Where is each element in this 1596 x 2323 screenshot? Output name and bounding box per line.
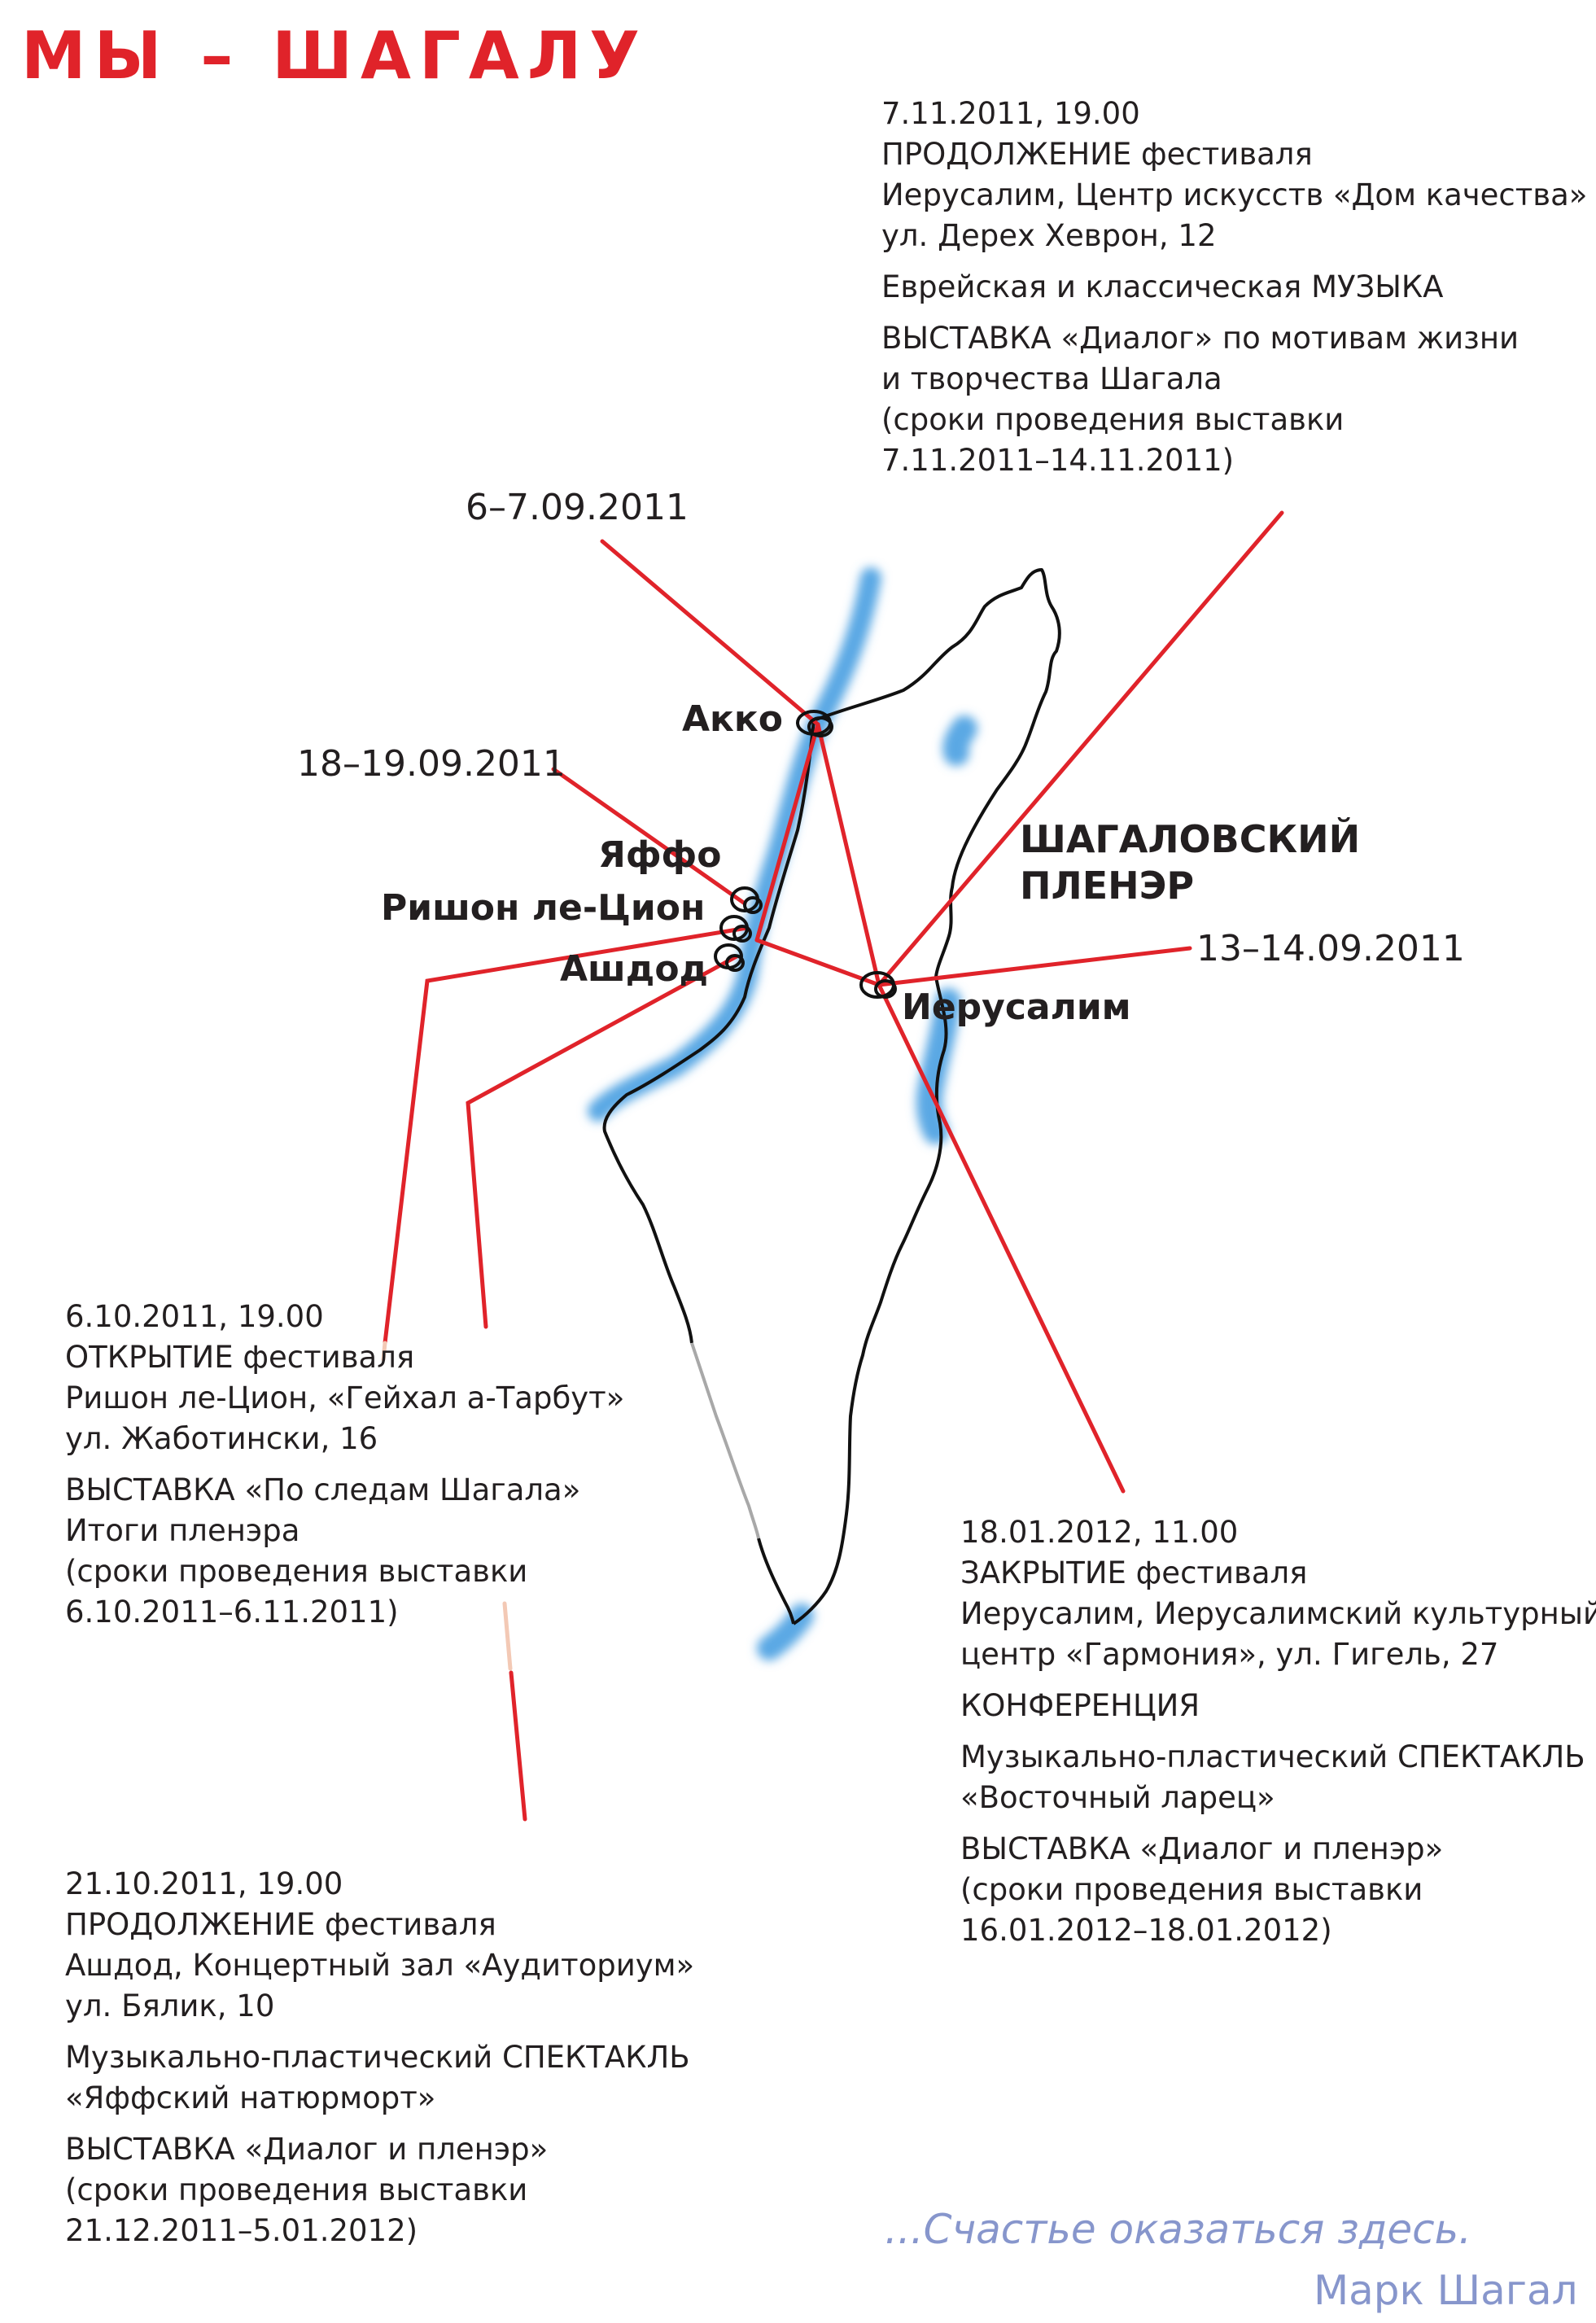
route-lines [383,510,1284,1822]
event-line: Ришон ле-Цион, «Гейхал а-Тарбут» [65,1380,625,1415]
event-line: ул. Дерех Хеврон, 12 [881,218,1217,253]
plener-label: ШАГАЛОВСКИЙ ПЛЕНЭР [1020,816,1360,909]
city-label-rishon: Ришон ле-Цион [381,887,706,929]
date-label-jerusalem: 13–14.09.2011 [1196,928,1465,969]
route-line-akko-date [600,539,820,727]
route-line-jerusalem-closing [877,982,1126,1494]
event-line: Музыкально-пластический СПЕКТАКЛЬ [960,1739,1585,1774]
event-rishon-october: 6.10.2011, 19.00 ОТКРЫТИЕ фестиваля Ришо… [65,1297,624,1633]
date-label-jaffa: 18–19.09.2011 [297,743,566,785]
event-exhibition: ВЫСТАВКА «Диалог и пленэр» (сроки провед… [960,1829,1596,1951]
event-line: (сроки проведения выставки [65,2172,528,2207]
event-exhibition: ВЫСТАВКА «По следам Шагала» Итоги пленэр… [65,1470,624,1633]
event-line: ВЫСТАВКА «Диалог» по мотивам жизни [881,321,1519,356]
city-marker-jerusalem [859,971,897,999]
route-line-jaffa-jerusalem [754,938,881,987]
event-line: 7.11.2011–14.11.2011) [881,443,1235,478]
route-line-plener [877,510,1284,987]
event-line: 21.12.2011–5.01.2012) [65,2213,418,2248]
route-line-jaffa-date [551,767,747,906]
event-line: КОНФЕРЕНЦИЯ [960,1688,1200,1723]
event-line: Ашдод, Концертный зал «Аудиториум» [65,1948,695,1983]
city-marker-akko [796,710,833,737]
event-line: ОТКРЫТИЕ фестиваля [65,1340,415,1375]
border-outline [602,568,1061,1625]
event-line: (сроки проведения выставки [960,1872,1423,1907]
route-line-jerusalem-date [877,946,1192,987]
route-line-ashdod-lower [509,1670,527,1822]
event-line: (сроки проведения выставки [65,1554,528,1589]
quote-author: Марк Шагал [1314,2267,1578,2314]
event-line: 21.10.2011, 19.00 [65,1866,343,1901]
event-spectacle: Музыкально-пластический СПЕКТАКЛЬ «Яффск… [65,2037,694,2119]
event-head: 18.01.2012, 11.00 ЗАКРЫТИЕ фестиваля Иер… [960,1512,1596,1675]
city-label-akko: Акко [682,698,784,740]
city-label-jerusalem: Иерусалим [902,987,1131,1028]
plener-line: ПЛЕНЭР [1020,864,1195,908]
event-line: ВЫСТАВКА «По следам Шагала» [65,1472,581,1507]
poster-title: МЫ – ШАГАЛУ [21,18,648,94]
event-line: ПРОДОЛЖЕНИЕ фестиваля [881,137,1313,172]
city-marker-rishon [719,915,752,943]
event-music: Еврейская и классическая МУЗЫКА [881,267,1587,308]
event-conference: КОНФЕРЕНЦИЯ [960,1686,1596,1726]
event-spectacle: Музыкально-пластический СПЕКТАКЛЬ «Восто… [960,1737,1596,1818]
plener-line: ШАГАЛОВСКИЙ [1020,817,1361,861]
event-head: 7.11.2011, 19.00 ПРОДОЛЖЕНИЕ фестиваля И… [881,94,1587,256]
event-line: Иерусалим, Иерусалимский культурный [960,1596,1596,1631]
route-fade [381,1341,387,1362]
event-exhibition: ВЫСТАВКА «Диалог и пленэр» (сроки провед… [65,2129,694,2251]
date-label-akko: 6–7.09.2011 [466,487,689,528]
event-jerusalem-january: 18.01.2012, 11.00 ЗАКРЫТИЕ фестиваля Иер… [960,1512,1596,1951]
event-line: ЗАКРЫТИЕ фестиваля [960,1555,1308,1590]
route-fade [502,1601,513,1671]
route-line-akko-jaffa [754,722,820,943]
event-line: ПРОДОЛЖЕНИЕ фестиваля [65,1907,496,1942]
event-line: «Восточный ларец» [960,1780,1275,1815]
chagall-quote: ...Счастье оказаться здесь. [885,2206,1471,2253]
border-line [792,568,1061,1625]
event-line: 16.01.2012–18.01.2012) [960,1913,1332,1948]
event-line: 6.10.2011–6.11.2011) [65,1595,399,1630]
route-line-rishon [383,925,750,1345]
event-line: Иерусалим, Центр искусств «Дом качества» [881,177,1588,212]
event-exhibition: ВЫСТАВКА «Диалог» по мотивам жизни и тво… [881,318,1587,481]
city-markers [714,710,897,999]
route-line-ashdod [466,954,739,1329]
sea-of-galilee [942,715,977,766]
event-line: (сроки проведения выставки [881,402,1345,437]
event-line: 18.01.2012, 11.00 [960,1515,1239,1550]
egypt-border-line [690,1342,760,1539]
event-line: ВЫСТАВКА «Диалог и пленэр» [65,2132,549,2167]
event-line: центр «Гармония», ул. Гигель, 27 [960,1637,1499,1672]
route-line-akko-jerusalem [815,722,881,987]
border-line [602,720,815,1344]
event-line: 6.10.2011, 19.00 [65,1299,324,1334]
event-line: ВЫСТАВКА «Диалог и пленэр» [960,1831,1444,1866]
border-line [757,1538,795,1625]
event-head: 21.10.2011, 19.00 ПРОДОЛЖЕНИЕ фестиваля … [65,1864,694,2027]
event-line: Музыкально-пластический СПЕКТАКЛЬ [65,2040,690,2075]
event-head: 6.10.2011, 19.00 ОТКРЫТИЕ фестиваля Ришо… [65,1297,624,1459]
event-line: «Яффский натюрморт» [65,2080,436,2115]
route-line-fades [381,1341,513,1671]
event-line: Еврейская и классическая МУЗЫКА [881,269,1444,304]
event-line: ул. Жаботински, 16 [65,1421,378,1456]
city-marker-jaffa [730,886,763,914]
event-line: и творчества Шагала [881,361,1222,396]
event-ashdod-october: 21.10.2011, 19.00 ПРОДОЛЖЕНИЕ фестиваля … [65,1864,694,2251]
city-label-jaffa: Яффо [598,834,722,876]
event-line: 7.11.2011, 19.00 [881,96,1140,131]
event-jerusalem-november: 7.11.2011, 19.00 ПРОДОЛЖЕНИЕ фестиваля И… [881,94,1587,481]
city-marker-ashdod [714,943,745,972]
city-label-ashdod: Ашдод [560,948,709,990]
event-line: ул. Бялик, 10 [65,1988,275,2023]
event-line: Итоги пленэра [65,1513,300,1548]
